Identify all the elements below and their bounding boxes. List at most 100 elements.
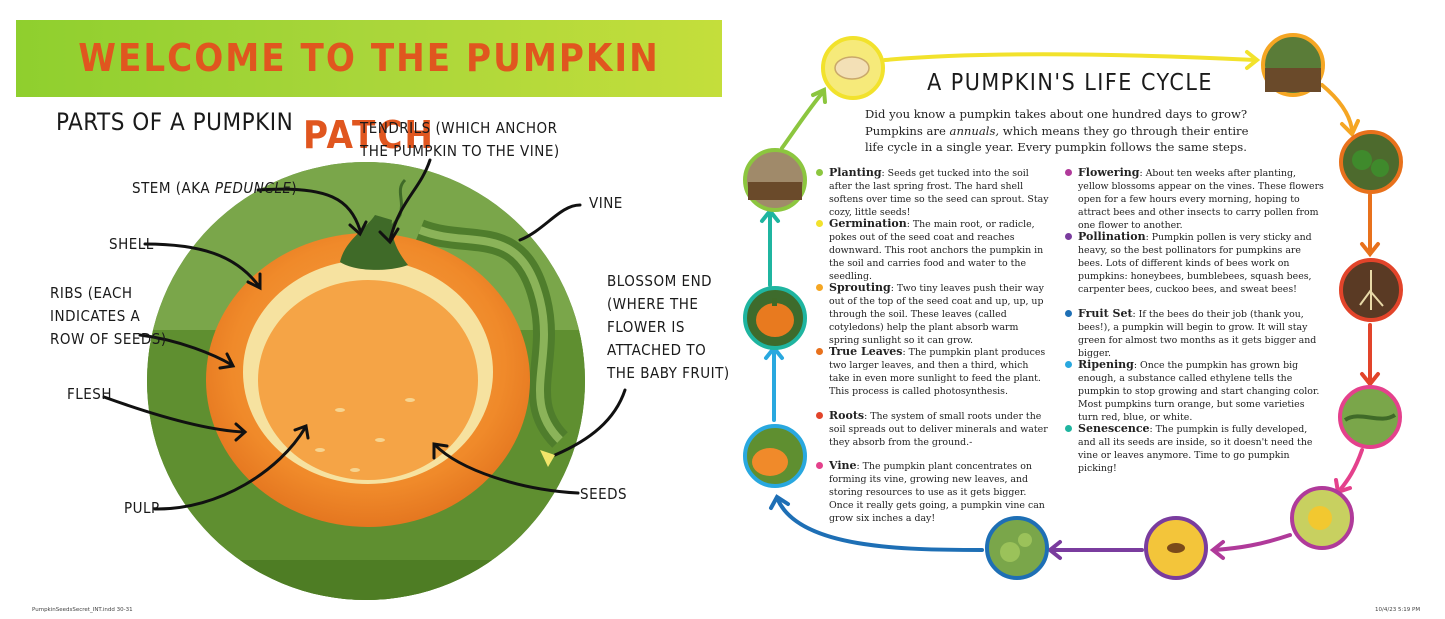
stage-circle-sprouting — [1339, 130, 1403, 194]
stage-text: : The pumpkin plant produces two larger … — [829, 347, 1046, 397]
stage-name: Vine — [829, 459, 857, 472]
stage-name: Sprouting — [829, 281, 891, 294]
stage-bullet — [1065, 425, 1072, 432]
stage-name: Senescence — [1078, 422, 1150, 435]
stage-pollination: Pollination: Pumpkin pollen is very stic… — [1065, 230, 1326, 296]
arrow-flesh — [102, 395, 246, 434]
cycle-arrow-germination — [1320, 83, 1354, 132]
footer-file: PumpkinSeedsSecret_INT.indd 30-31 — [32, 607, 133, 613]
stage-bullet — [1065, 310, 1072, 317]
label-tendrils: TENDRILS (WHICH ANCHOR THE PUMPKIN TO TH… — [360, 117, 560, 163]
blossom-end — [540, 450, 555, 467]
stage-text: : The pumpkin plant concentrates on form… — [829, 461, 1045, 524]
stage-text: : The pumpkin is fully developed, and al… — [1078, 424, 1313, 474]
label-stem: STEM (AKA PEDUNCLE) — [132, 177, 297, 200]
stage-name: Germination — [829, 217, 907, 230]
cycle-arrow-vine — [1213, 533, 1292, 552]
label-tendrils-line: TENDRILS (WHICH ANCHOR — [360, 119, 558, 137]
footer-date: 10/4/23 5:19 PM — [1375, 607, 1421, 613]
stage-bullet — [816, 169, 823, 176]
stage-circle-flowering — [1290, 486, 1354, 550]
stage-bullet — [1065, 361, 1072, 368]
stage-senescence: Senescence: The pumpkin is fully develop… — [1065, 422, 1326, 475]
stage-bullet — [816, 462, 823, 469]
stage-circle-pollination — [1144, 516, 1208, 580]
stage-ripening: Ripening: Once the pumpkin has grown big… — [1065, 358, 1326, 424]
stage-circle-senescence — [743, 286, 807, 350]
stage-text: : Pumpkin pollen is very sticky and heav… — [1078, 232, 1312, 295]
stage-planting: Planting: Seeds get tucked into the soil… — [816, 166, 1051, 219]
label-blossom-line: FLOWER IS — [607, 318, 685, 336]
stage-text: : About ten weeks after planting, yellow… — [1078, 168, 1324, 231]
label-stem-italic: PEDUNCLE — [214, 179, 292, 197]
cycle-arrow-senescence — [780, 90, 825, 150]
stage-bullet — [816, 412, 823, 419]
cycle-arrow-pollination — [776, 498, 984, 552]
label-stem-text: ) — [291, 179, 298, 197]
label-flesh: FLESH — [67, 385, 113, 403]
arrow-vine — [518, 203, 582, 242]
stage-circle-ripening — [743, 424, 807, 488]
stage-vine: Vine: The pumpkin plant concentrates on … — [816, 459, 1051, 525]
label-seeds: SEEDS — [580, 485, 628, 503]
label-ribs-line: ROW OF SEEDS) — [50, 330, 167, 348]
stage-circle-vine — [1338, 385, 1402, 449]
stage-circle-roots — [1339, 258, 1403, 322]
stage-circle-fruit-set — [985, 516, 1049, 580]
stage-text: : If the bees do their job (thank you, b… — [1078, 309, 1317, 359]
label-blossom-line: (WHERE THE — [607, 295, 699, 313]
stage-circle-seed — [821, 36, 885, 100]
stage-name: Planting — [829, 166, 882, 179]
stage-text: : Once the pumpkin has grown big enough,… — [1078, 360, 1320, 423]
cycle-arrow-roots — [1338, 448, 1364, 492]
stage-flowering: Flowering: About ten weeks after plantin… — [1065, 166, 1326, 232]
label-pulp: PULP — [124, 499, 160, 517]
stage-bullet — [816, 284, 823, 291]
label-stem-text: STEM (AKA — [132, 179, 215, 197]
parts-section-title: PARTS OF A PUMPKIN — [56, 108, 294, 136]
page-title: WELCOME TO THE PUMPKIN PATCH — [78, 36, 660, 157]
title-banner: WELCOME TO THE PUMPKIN PATCH — [16, 20, 722, 157]
stage-bullet — [816, 220, 823, 227]
stage-bullet — [1065, 233, 1072, 240]
stage-true-leaves: True Leaves: The pumpkin plant produces … — [816, 345, 1051, 398]
arrow-blossom — [553, 388, 627, 457]
stage-name: Pollination — [1078, 230, 1146, 243]
stage-circle-planting — [743, 148, 807, 212]
stage-name: Fruit Set — [1078, 307, 1133, 320]
stage-name: Flowering — [1078, 166, 1140, 179]
intro-italic: annuals, — [949, 123, 1000, 138]
stage-text: : The system of small roots under the so… — [829, 411, 1048, 448]
label-ribs-line: INDICATES A — [50, 307, 141, 325]
stage-name: True Leaves — [829, 345, 903, 358]
stage-roots: Roots: The system of small roots under t… — [816, 409, 1051, 449]
intro-text: Did you know a pumpkin takes about one h… — [865, 107, 1248, 138]
cycle-arrow-planting — [883, 52, 1257, 62]
label-ribs-line: RIBS (EACH — [50, 284, 133, 302]
stage-circle-germination — [1261, 33, 1325, 97]
arrow-tendrils — [388, 158, 432, 242]
arrow-ribs — [138, 333, 234, 367]
stage-bullet — [816, 348, 823, 355]
arrow-pulp — [153, 426, 307, 511]
stage-bullet — [1065, 169, 1072, 176]
stage-text: : Seeds get tucked into the soil after t… — [829, 168, 1049, 218]
label-blossom-line: BLOSSOM END — [607, 272, 713, 290]
stage-sprouting: Sprouting: Two tiny leaves push their wa… — [816, 281, 1051, 347]
arrow-shell — [143, 242, 260, 287]
life-cycle-title: A PUMPKIN'S LIFE CYCLE — [927, 70, 1213, 96]
stage-fruit-set: Fruit Set: If the bees do their job (tha… — [1065, 307, 1326, 360]
label-blossom-line: ATTACHED TO — [607, 341, 707, 359]
label-blossom-line: THE BABY FRUIT) — [607, 364, 730, 382]
arrow-stem — [256, 187, 362, 232]
label-vine: VINE — [589, 194, 623, 212]
intro-text: which means they go through their entire… — [865, 123, 1249, 155]
label-shell: SHELL — [109, 235, 154, 253]
stage-germination: Germination: The main root, or radicle, … — [816, 217, 1051, 283]
label-tendrils-line: THE PUMPKIN TO THE VINE) — [360, 142, 560, 160]
stage-name: Roots — [829, 409, 865, 422]
stage-name: Ripening — [1078, 358, 1134, 371]
intro-paragraph: Did you know a pumpkin takes about one h… — [865, 106, 1270, 156]
